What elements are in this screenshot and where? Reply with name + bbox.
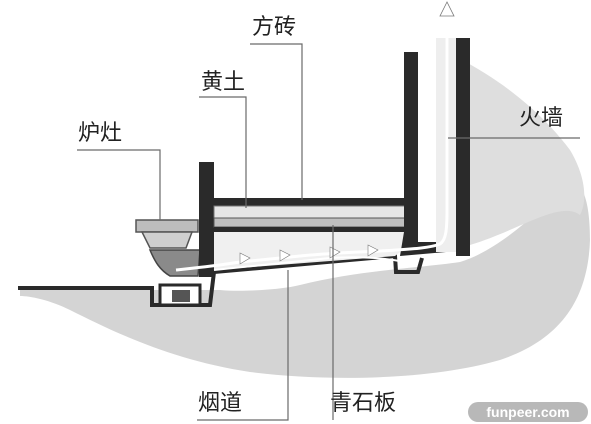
slab-bottom-edge xyxy=(214,227,408,232)
stove-pot xyxy=(140,231,194,249)
smoke-flow-path xyxy=(175,20,449,272)
leader-line-huangtu xyxy=(199,96,247,208)
flow-arrowhead-2 xyxy=(279,249,291,262)
flow-arrowhead-1 xyxy=(239,252,251,265)
stove-fire-chamber xyxy=(148,249,201,277)
label-stove: 炉灶 xyxy=(78,121,123,146)
label-loess: 黄土 xyxy=(201,70,246,95)
ground-mass xyxy=(20,183,590,378)
square-brick-layer xyxy=(214,198,408,206)
label-fire-wall: 火墙 xyxy=(519,106,564,131)
firewall-outer-pillar xyxy=(456,38,470,256)
label-square-brick: 方砖 xyxy=(252,15,297,40)
ground-mass-upper-right xyxy=(462,60,585,245)
slate-layer xyxy=(213,217,409,228)
loess-layer xyxy=(213,205,409,219)
stove-top-plate xyxy=(135,219,199,233)
flow-arrowhead-up xyxy=(439,1,455,17)
flow-arrowhead-4 xyxy=(367,244,379,257)
watermark-badge: funpeer.com xyxy=(468,402,588,422)
bed-left-pillar xyxy=(199,162,214,277)
firewall-inner-pillar xyxy=(404,52,418,232)
label-flue: 烟道 xyxy=(198,391,243,416)
leader-line-fangzhuan xyxy=(250,43,303,200)
leader-line-luzao xyxy=(77,149,161,220)
label-slate: 青石板 xyxy=(330,391,397,416)
leader-line-yandao xyxy=(197,270,289,421)
stove-ash-block xyxy=(172,290,190,302)
